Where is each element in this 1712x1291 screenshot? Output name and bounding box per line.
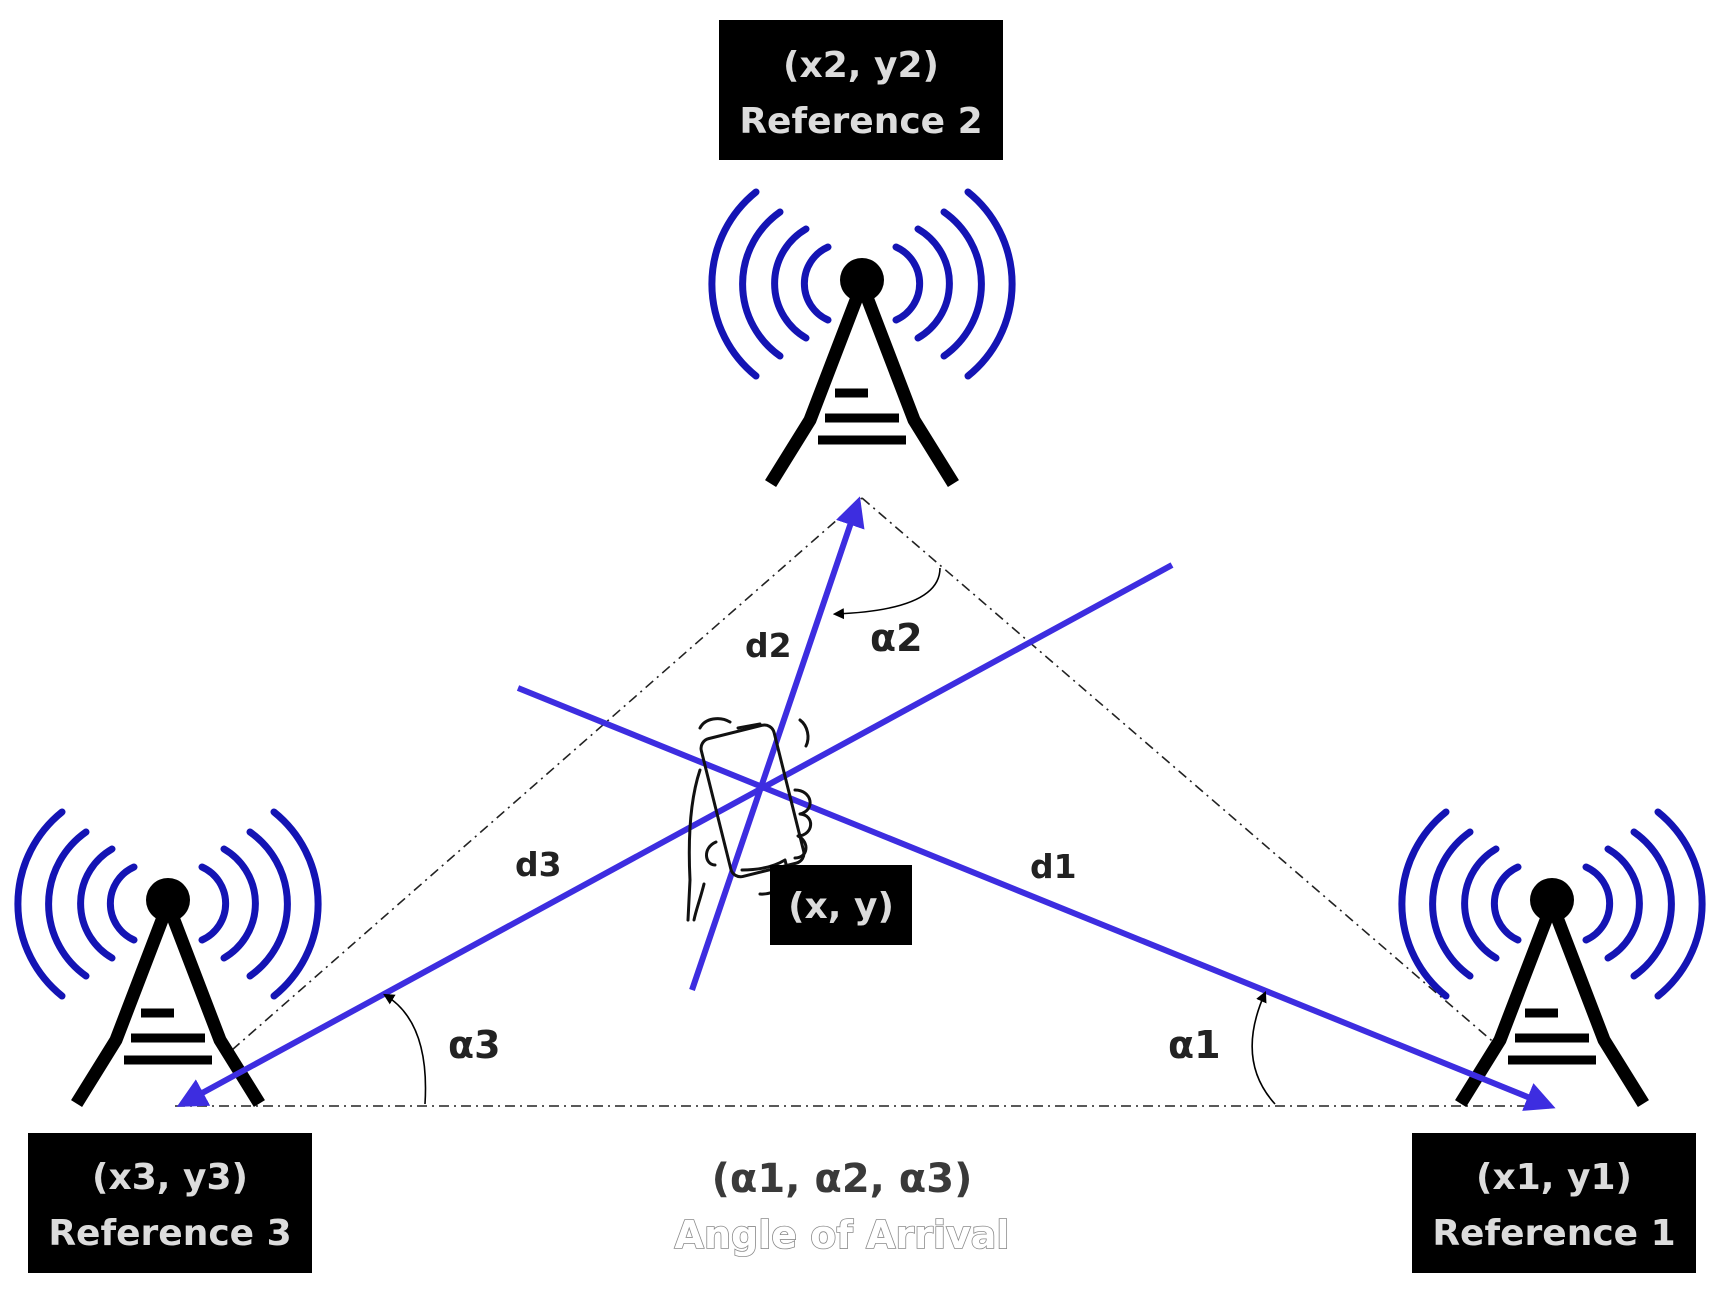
- reference-1-coord: (x1, y1): [1476, 1157, 1632, 1198]
- reference-1-name: Reference 1: [1432, 1213, 1675, 1254]
- angle-arc-a2: [832, 567, 941, 620]
- aoa-tuple: (α1, α2, α3): [712, 1156, 973, 1202]
- radio-tower-icon: [1402, 812, 1702, 1098]
- radio-tower-icon: [708, 188, 1016, 487]
- reference-2-coord: (x2, y2): [783, 45, 939, 86]
- distance-label-d2: d2: [745, 626, 792, 665]
- reference-3-coord: (x3, y3): [92, 1157, 248, 1198]
- target-coord: (x, y): [788, 886, 894, 927]
- ray-reference-2: [689, 496, 865, 991]
- ray-reference-1: [516, 685, 1556, 1111]
- reference-1-box: (x1, y1) Reference 1: [1412, 1133, 1696, 1273]
- reference-3-name: Reference 3: [48, 1213, 291, 1254]
- angle-label-a3: α3: [448, 1023, 501, 1067]
- reference-2-name: Reference 2: [739, 101, 982, 142]
- reference-2-box: (x2, y2) Reference 2: [719, 20, 1003, 160]
- aoa-title: Angle of Arrival: [675, 1213, 1010, 1257]
- distance-label-d3: d3: [515, 845, 562, 884]
- angle-arc-a3: [383, 993, 427, 1105]
- reference-triangle: [175, 497, 1550, 1107]
- angle-label-a1: α1: [1168, 1023, 1221, 1067]
- angle-arc-a1: [1251, 990, 1276, 1105]
- target-box: (x, y): [770, 865, 912, 945]
- distance-label-d1: d1: [1030, 847, 1077, 886]
- reference-3-box: (x3, y3) Reference 3: [28, 1133, 312, 1273]
- angle-label-a2: α2: [870, 616, 923, 660]
- ray-reference-3: [176, 562, 1174, 1107]
